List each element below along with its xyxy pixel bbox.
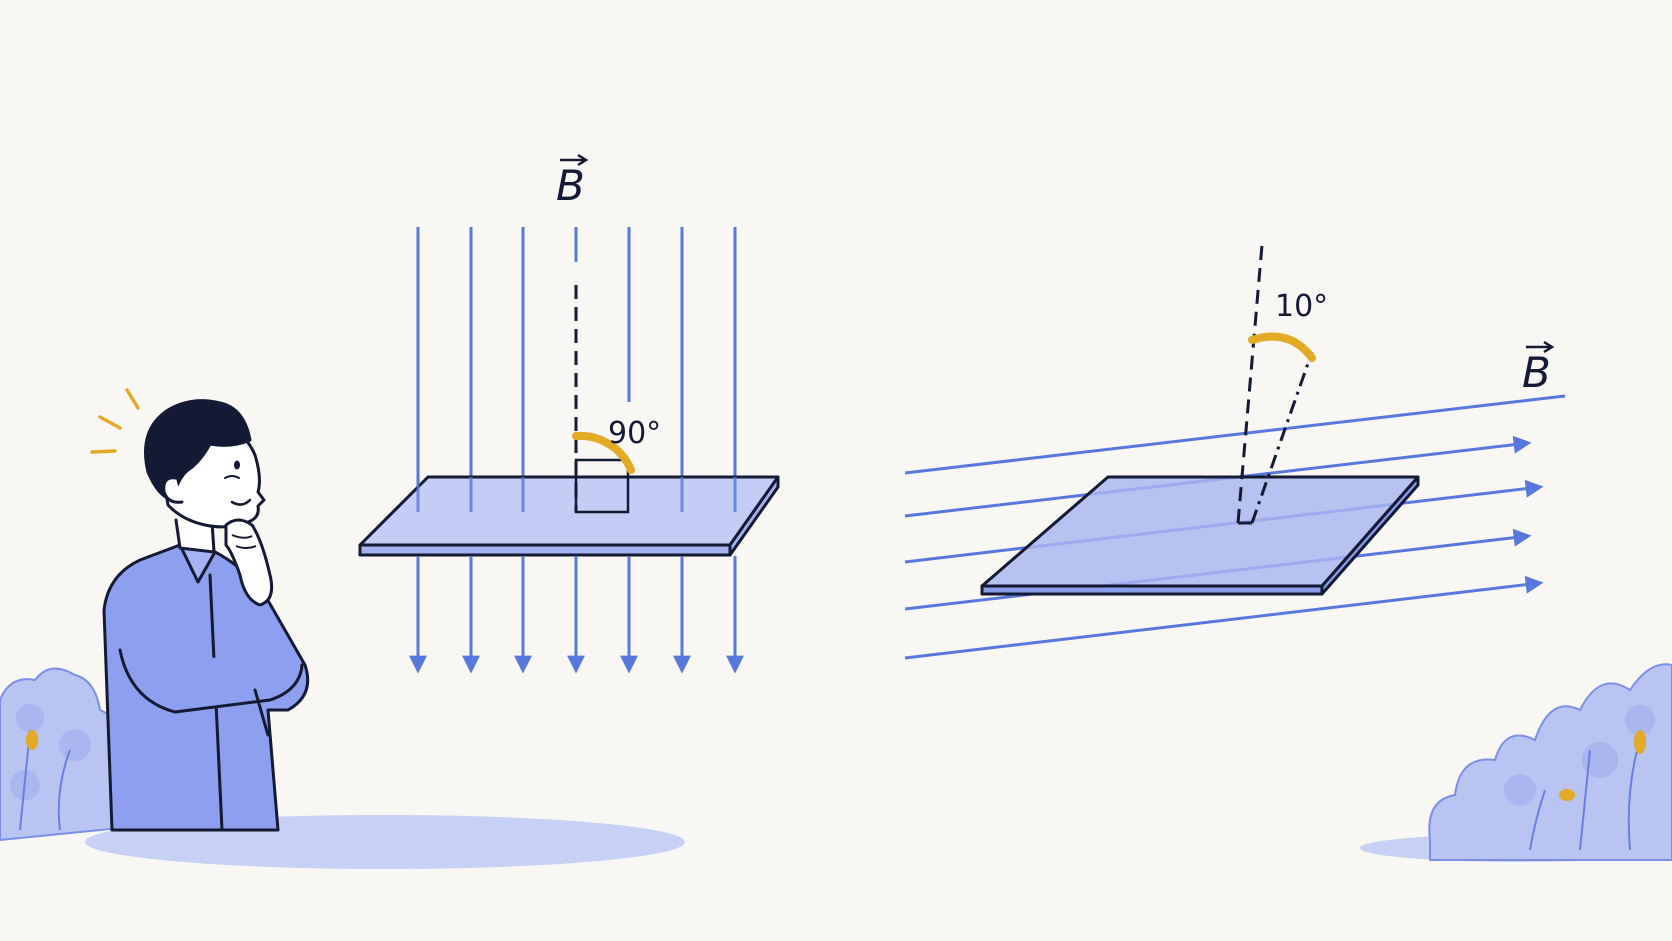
flower-bud-icon bbox=[1559, 789, 1575, 801]
left-field-diagram: 90° B bbox=[358, 153, 780, 674]
left-plate bbox=[358, 475, 780, 557]
left-b-label: B bbox=[556, 161, 585, 210]
angle-arc-10 bbox=[1248, 332, 1316, 362]
right-bush-icon bbox=[1360, 663, 1672, 862]
angle-label-10: 10° bbox=[1275, 289, 1328, 324]
right-b-label: B bbox=[1522, 348, 1551, 397]
flower-bud-icon bbox=[26, 730, 38, 750]
right-angle-mark bbox=[574, 458, 630, 514]
right-field-diagram: 10° B bbox=[904, 244, 1566, 660]
left-upper-field-lines bbox=[416, 227, 737, 512]
exclamation-spark-icon bbox=[90, 388, 140, 454]
angle-label-90: 90° bbox=[608, 416, 661, 451]
right-b-vector-label: B bbox=[1522, 340, 1555, 397]
left-b-vector-label: B bbox=[556, 153, 589, 210]
angle-arc-90 bbox=[572, 431, 635, 474]
flower-bud-icon bbox=[1634, 730, 1646, 754]
thinking-person-icon bbox=[90, 388, 310, 832]
left-lower-field-arrows bbox=[409, 556, 744, 674]
right-plate bbox=[980, 475, 1420, 596]
right-field-direction-line bbox=[1250, 351, 1314, 524]
right-normal-line bbox=[1236, 244, 1264, 524]
left-field-lines-on-plate bbox=[416, 477, 737, 512]
